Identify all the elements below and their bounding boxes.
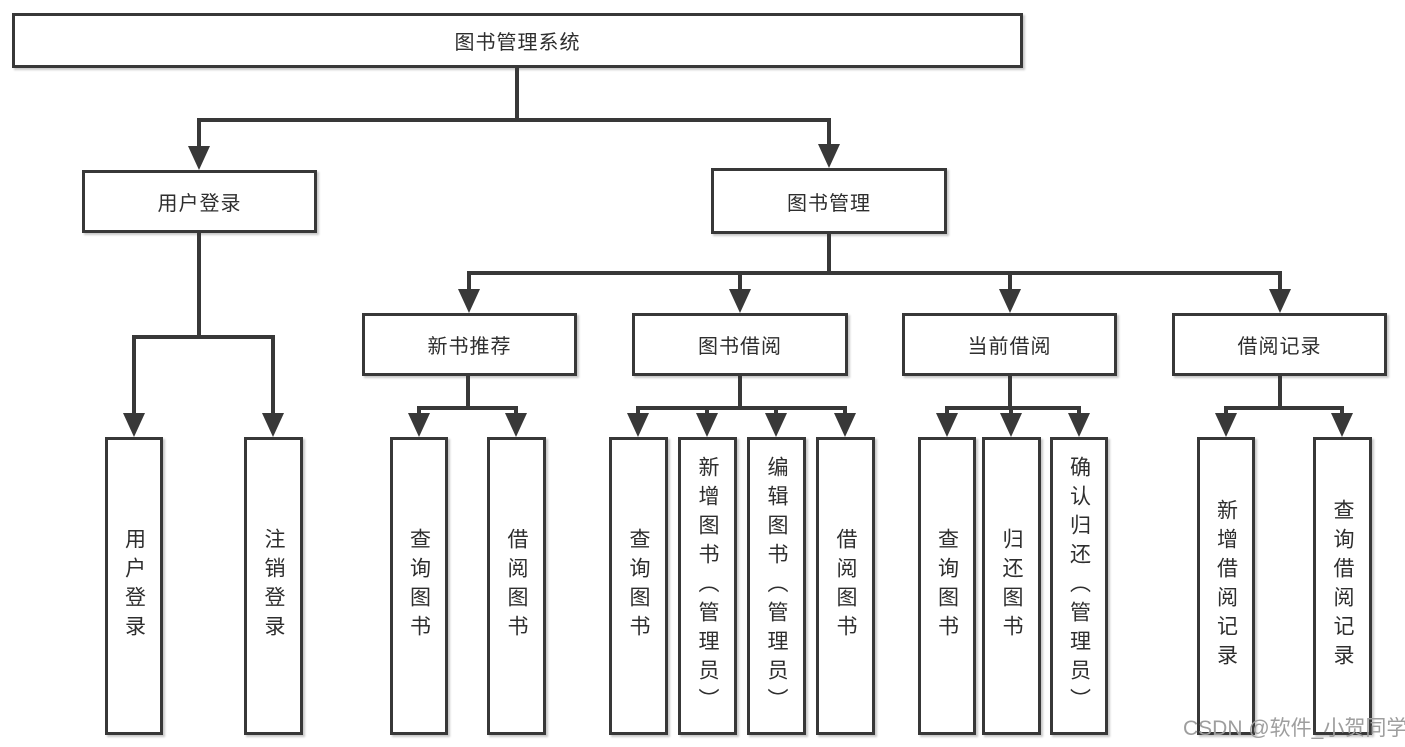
leaf-label: 新增图书（管理员） [696,455,719,717]
connector-drop [1077,406,1081,417]
leaf-label: 编辑图书（管理员） [765,455,788,717]
connector-book-management-trunk [827,234,831,275]
leaf-label: 查询图书 [935,528,959,644]
connector-drop [636,406,640,417]
connector-drop [827,118,831,146]
leaf-label: 查询图书 [627,528,650,644]
node-label: 图书管理 [787,192,871,215]
node-label: 新书推荐 [427,336,512,358]
node-label: 图书借阅 [698,336,782,358]
connector-bar [636,406,847,410]
arrowhead-down-icon [936,413,958,437]
arrowhead-down-icon [1068,413,1090,437]
arrowhead-down-icon [1000,413,1022,437]
arrowhead-down-icon [505,413,527,437]
connector-trunk [1008,376,1012,410]
node-book-management: 图书管理 [711,168,947,234]
arrowhead-down-icon [458,289,480,313]
connector-drop [1340,406,1344,417]
leaf-label: 借阅图书 [834,528,857,644]
connector-drop [774,406,778,417]
arrowhead-down-icon [1269,289,1291,313]
connector-drop [271,335,275,417]
leaf-label: 注销登录 [262,528,285,644]
connector-level2-bar [197,118,831,122]
connector-trunk [466,376,470,410]
node-book-borrowing: 图书借阅 [632,313,848,376]
connector-drop [132,335,136,417]
connector-bar [945,406,1081,410]
node-label: 当前借阅 [967,336,1052,358]
leaf-return-books: 归还图书 [982,437,1041,735]
leaf-borrow-books-recommend: 借阅图书 [487,437,546,735]
leaf-label: 借阅图书 [505,528,528,644]
node-label: 图书管理系统 [454,32,581,54]
node-borrowing-records: 借阅记录 [1172,313,1387,376]
leaf-add-borrow-record: 新增借阅记录 [1197,437,1255,735]
node-current-borrowing: 当前借阅 [902,313,1117,376]
leaf-borrow-books-borrowing: 借阅图书 [816,437,875,735]
node-user-login: 用户登录 [82,170,317,233]
connector-drop [417,406,421,417]
arrowhead-down-icon [696,413,718,437]
connector-drop [738,271,742,293]
leaf-label: 确认归还（管理员） [1067,455,1091,717]
connector-drop [1008,271,1012,293]
connector-drop [197,118,201,148]
connector-drop [945,406,949,417]
arrowhead-down-icon [188,146,210,170]
connector-drop [1009,406,1013,417]
arrowhead-down-icon [262,413,284,437]
leaf-label: 新增借阅记录 [1214,499,1238,673]
connector-trunk [1278,376,1282,410]
node-new-book-recommendation: 新书推荐 [362,313,577,376]
connector-drop [467,271,471,293]
leaf-label: 用户登录 [122,528,146,644]
connector-level3-bar [467,271,1282,275]
leaf-edit-book-admin: 编辑图书（管理员） [747,437,806,735]
leaf-add-book-admin: 新增图书（管理员） [678,437,737,735]
connector-bar [417,406,518,410]
leaf-query-books-borrowing: 查询图书 [609,437,668,735]
node-library-management-system: 图书管理系统 [12,13,1023,68]
connector-drop [843,406,847,417]
arrowhead-down-icon [999,289,1021,313]
leaf-query-borrow-record: 查询借阅记录 [1313,437,1372,735]
connector-trunk [738,376,742,410]
leaf-logout: 注销登录 [244,437,303,735]
connector-user-login-bar [132,335,275,339]
leaf-label: 查询借阅记录 [1331,499,1354,673]
connector-drop [514,406,518,417]
connector-bar [1224,406,1344,410]
connector-drop [705,406,709,417]
arrowhead-down-icon [818,144,840,168]
arrowhead-down-icon [834,413,856,437]
connector-drop [1224,406,1228,417]
csdn-watermark: CSDN @软件_小贺同学 [1183,717,1405,740]
connector-drop [1278,271,1282,293]
leaf-query-books-recommend: 查询图书 [390,437,448,735]
connector-root-trunk [515,68,519,122]
arrowhead-down-icon [1331,413,1353,437]
node-label: 借阅记录 [1237,336,1322,358]
arrowhead-down-icon [729,289,751,313]
leaf-confirm-return-admin: 确认归还（管理员） [1050,437,1108,735]
arrowhead-down-icon [1215,413,1237,437]
leaf-user-login: 用户登录 [105,437,163,735]
connector-user-login-trunk [197,233,201,339]
arrowhead-down-icon [765,413,787,437]
leaf-label: 归还图书 [1000,528,1023,644]
arrowhead-down-icon [408,413,430,437]
node-label: 用户登录 [157,193,242,215]
arrowhead-down-icon [627,413,649,437]
leaf-query-books-current: 查询图书 [918,437,976,735]
leaf-label: 查询图书 [407,528,431,644]
arrowhead-down-icon [123,413,145,437]
